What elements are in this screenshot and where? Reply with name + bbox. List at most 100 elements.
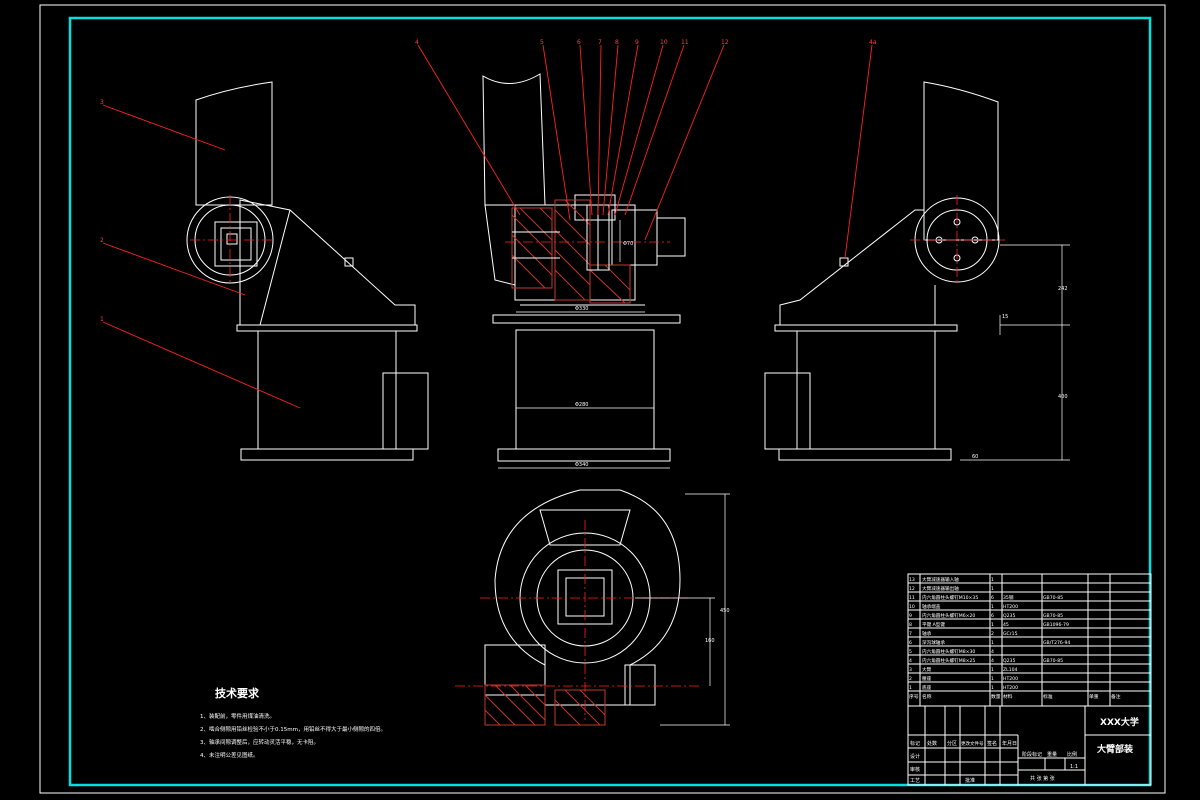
leader-lines bbox=[102, 44, 873, 409]
school-name: XXX大学 bbox=[1100, 716, 1139, 728]
parts-cell: 1 bbox=[991, 685, 994, 691]
parts-cell: 1 bbox=[991, 667, 994, 673]
notes-line-4: 4、未注明公差见图纸。 bbox=[200, 751, 259, 759]
bottom-view-hatching bbox=[484, 684, 606, 726]
parts-cell: 底座 bbox=[922, 684, 932, 691]
center-lines bbox=[190, 195, 1005, 720]
dimension-texts: Φ330 Φ280 Φ340 Φ70 242 400 15 60 450 160 bbox=[575, 241, 1068, 644]
balloon-5: 5 bbox=[540, 39, 544, 46]
notes-title: 技术要求 bbox=[215, 686, 260, 700]
parts-header-cell: 材料 bbox=[1003, 693, 1013, 700]
parts-header-cell: 备注 bbox=[1111, 693, 1121, 700]
parts-cell: 11 bbox=[909, 595, 915, 601]
dim-right-base: 60 bbox=[972, 454, 978, 460]
parts-cell: Q235 bbox=[1003, 613, 1015, 619]
notes-line-3: 3、轴承间隙调整后，应转动灵活平稳，无卡阻。 bbox=[200, 738, 319, 746]
check-label: 审核 bbox=[910, 766, 920, 773]
mark-label-5: 签名 bbox=[987, 740, 997, 747]
mark-label-4: 更改文件号 bbox=[961, 740, 984, 747]
balloon-11: 11 bbox=[681, 39, 689, 46]
parts-cell: HT200 bbox=[1003, 604, 1018, 610]
balloon-6: 6 bbox=[577, 39, 581, 46]
balloon-7: 7 bbox=[598, 39, 602, 46]
parts-cell: 内六角圆柱头螺钉M10×35 bbox=[922, 594, 978, 601]
parts-cell: 轴承 bbox=[922, 630, 932, 637]
parts-cell: 大臂 bbox=[922, 666, 932, 673]
parts-header-cell: 名称 bbox=[922, 693, 932, 700]
balloon-labels: 3 2 1 4 5 6 7 8 9 10 11 12 4a bbox=[100, 39, 877, 323]
parts-cell: 大臂减速器输入轴 bbox=[922, 576, 959, 583]
dim-right-upper: 242 bbox=[1058, 286, 1068, 292]
balloon-10: 10 bbox=[660, 39, 668, 46]
parts-header-cell: 单重 bbox=[1089, 693, 1099, 700]
parts-cell: 1 bbox=[991, 622, 994, 628]
mark-label-3: 分区 bbox=[947, 740, 957, 747]
parts-cell: 内六角圆柱头螺钉M8×25 bbox=[922, 657, 975, 664]
parts-cell: 9 bbox=[909, 613, 912, 619]
parts-cell: GCr15 bbox=[1003, 631, 1018, 637]
dim-front-bottom: Φ340 bbox=[575, 462, 588, 468]
parts-cell: 12 bbox=[909, 586, 915, 592]
parts-cell: 内六角圆柱头螺钉M6×20 bbox=[922, 612, 975, 619]
parts-cell: GB1096-79 bbox=[1043, 622, 1069, 628]
notes-line-1: 1、装配前，零件用煤油清洗。 bbox=[200, 712, 275, 720]
mark-label-2: 处数 bbox=[927, 740, 937, 747]
parts-cell: 6 bbox=[991, 595, 994, 601]
parts-header-cell: 数量 bbox=[991, 693, 1001, 700]
drawing-name: 大臂部装 bbox=[1097, 743, 1134, 755]
balloon-4a: 4a bbox=[869, 39, 877, 46]
dim-right-flange: 15 bbox=[1002, 314, 1008, 320]
mark-label-6: 年月日 bbox=[1002, 740, 1017, 747]
parts-cell: 1 bbox=[991, 586, 994, 592]
parts-cell: 1 bbox=[991, 604, 994, 610]
approve-label: 批准 bbox=[965, 777, 975, 784]
parts-cell: 7 bbox=[909, 631, 912, 637]
balloon-2: 2 bbox=[100, 237, 104, 244]
title-block-text: XXX大学 大臂部装 1:1 阶段标记 重量 比例 共 张 第 张 标记 处数 … bbox=[910, 716, 1139, 784]
dim-bottom-part: 160 bbox=[705, 638, 715, 644]
mark-label-1: 标记 bbox=[910, 740, 920, 747]
bottom-view bbox=[484, 489, 681, 706]
parts-cell: 大臂减速器输出轴 bbox=[922, 585, 959, 592]
parts-cell: GB70-85 bbox=[1043, 658, 1063, 664]
balloon-3: 3 bbox=[100, 99, 104, 106]
left-view bbox=[186, 81, 429, 461]
sheet-label: 共 张 第 张 bbox=[1030, 775, 1055, 782]
parts-cell: 2 bbox=[991, 631, 994, 637]
design-label: 设计 bbox=[910, 753, 920, 760]
parts-cell: 平键 A型键 bbox=[922, 621, 945, 628]
weight-label: 重量 bbox=[1047, 751, 1057, 758]
notes-line-2: 2、啮合侧隙用铅丝检验不小于0.15mm，用铅丝不得大于最小侧隙的四倍。 bbox=[200, 725, 386, 733]
parts-cell: 2 bbox=[909, 676, 912, 682]
front-view-hatching bbox=[511, 199, 631, 304]
parts-cell: Q235 bbox=[1003, 658, 1015, 664]
parts-cell: 腰座 bbox=[922, 675, 932, 682]
parts-cell: HT200 bbox=[1003, 685, 1018, 691]
parts-header-cell: 标准 bbox=[1043, 693, 1053, 700]
balloon-12: 12 bbox=[721, 39, 729, 46]
parts-cell: 3 bbox=[909, 667, 912, 673]
parts-cell: 1 bbox=[991, 640, 994, 646]
parts-cell: 35钢 bbox=[1003, 594, 1014, 601]
parts-cell: 5 bbox=[909, 649, 912, 655]
parts-cell: 6 bbox=[991, 613, 994, 619]
dim-front-bore: Φ70 bbox=[623, 241, 633, 247]
dim-front-top: Φ330 bbox=[575, 306, 588, 312]
parts-cell: ZL104 bbox=[1003, 667, 1018, 673]
parts-cell: 4 bbox=[991, 658, 994, 664]
parts-cell: GB/T276-94 bbox=[1043, 640, 1070, 646]
parts-cell: 1 bbox=[991, 676, 994, 682]
parts-cell: 10 bbox=[909, 604, 915, 610]
dim-right-lower: 400 bbox=[1058, 394, 1068, 400]
balloon-8: 8 bbox=[615, 39, 619, 46]
parts-cell: 轴承端盖 bbox=[922, 603, 941, 610]
parts-cell: GB70-85 bbox=[1043, 613, 1063, 619]
parts-cell: 13 bbox=[909, 577, 915, 583]
parts-cell: 1 bbox=[909, 685, 912, 691]
parts-header-cell: 序号 bbox=[909, 693, 919, 700]
dim-front-mid: Φ280 bbox=[575, 402, 588, 408]
parts-cell: 8 bbox=[909, 622, 912, 628]
technical-requirements: 技术要求 1、装配前，零件用煤油清洗。 2、啮合侧隙用铅丝检验不小于0.15mm… bbox=[200, 686, 386, 759]
parts-cell: 6 bbox=[909, 640, 912, 646]
